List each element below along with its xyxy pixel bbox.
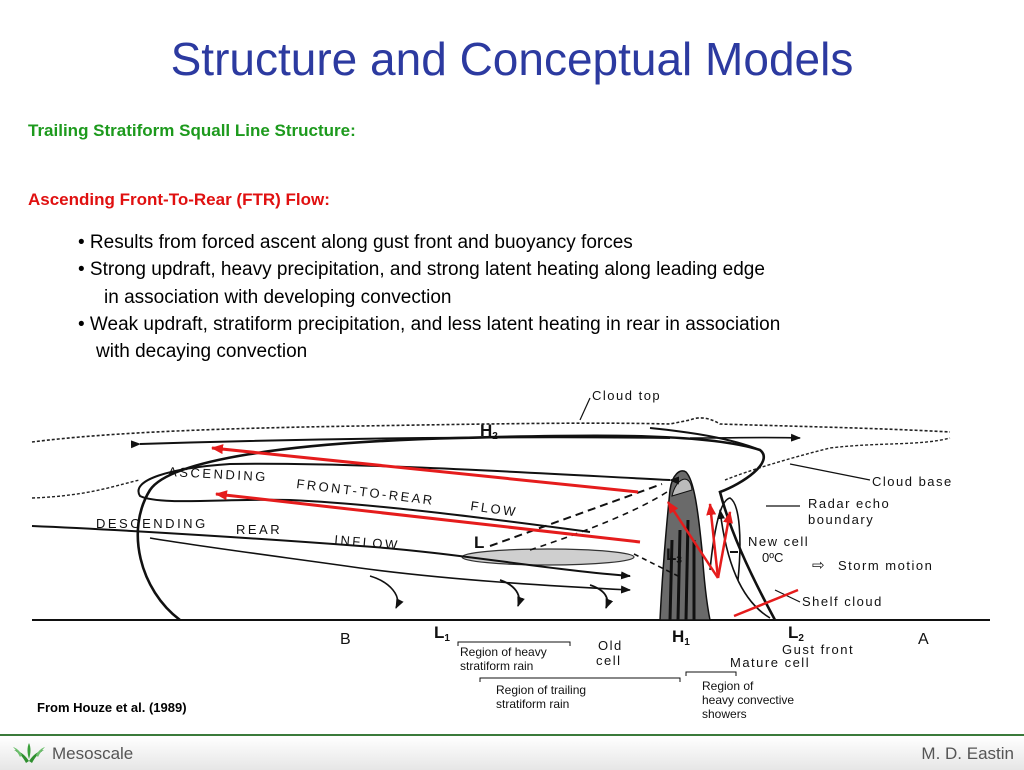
label-descending: DESCENDING — [96, 516, 208, 531]
label-L2: L2 — [788, 623, 804, 644]
label-conv: Region of — [702, 679, 754, 693]
label-B: B — [340, 631, 351, 648]
label-cloud-top: Cloud top — [592, 388, 661, 403]
footer-course: Mesoscale — [52, 744, 134, 763]
squall-line-diagram: Cloud top Cloud base Radar echo boundary… — [31, 388, 990, 721]
label-heavy-strat-rain: stratiform rain — [460, 659, 533, 673]
label-storm-motion: Storm motion — [838, 558, 933, 573]
label-L3: L3 — [666, 545, 682, 566]
label-H1: H1 — [672, 627, 690, 648]
label-L4: L — [474, 533, 484, 552]
label-A: A — [918, 631, 929, 648]
bullet-item: • Strong updraft, heavy precipitation, a… — [78, 259, 765, 281]
label-gust-front: Gust front — [782, 642, 854, 657]
label-trailing: Region of trailing — [496, 683, 586, 697]
label-shelf-cloud: Shelf cloud — [802, 594, 883, 609]
ftr-flow-arrow — [137, 462, 680, 533]
cloud-top-outline — [31, 417, 951, 443]
bright-band — [461, 548, 635, 566]
label-old: Old — [598, 638, 623, 653]
leaf-logo-icon — [13, 743, 45, 763]
radar-echo-boundary — [136, 434, 777, 622]
rear-inflow-arrow — [31, 525, 631, 580]
label-zero-c: 0ºC — [762, 550, 783, 565]
label-L1: L1 — [434, 623, 450, 644]
red-annotation-arrows — [211, 444, 799, 618]
label-heavy-strat: Region of heavy — [460, 645, 547, 659]
label-H2: H2 — [480, 421, 498, 442]
label-new-cell: New cell — [748, 534, 809, 549]
citation: From Houze et al. (1989) — [37, 700, 187, 715]
label-mature-cell: Mature cell — [730, 655, 810, 670]
label-trailing-rain: stratiform rain — [496, 697, 569, 711]
cloud-base-outline — [31, 437, 951, 499]
label-ftr: FRONT-TO-REAR — [296, 476, 436, 508]
label-conv-3: showers — [702, 707, 747, 721]
bullet-item: • Results from forced ascent along gust … — [78, 232, 633, 253]
footer-bar: Mesoscale M. D. Eastin — [0, 734, 1024, 770]
slide-title: Structure and Conceptual Models — [170, 33, 854, 85]
bullet-continuation: with decaying convection — [96, 341, 308, 363]
label-radar-echo: Radar echo — [808, 496, 890, 511]
label-conv-2: heavy convective — [702, 693, 794, 707]
label-cloud-base: Cloud base — [872, 474, 953, 489]
label-rear: REAR — [236, 522, 282, 537]
label-radar-echo-boundary: boundary — [808, 512, 874, 527]
label-inflow: INFLOW — [334, 532, 401, 553]
footer-author: M. D. Eastin — [921, 744, 1014, 763]
bullet-list: • Results from forced ascent along gust … — [78, 229, 780, 365]
bullet-item: • Weak updraft, stratiform precipitation… — [78, 313, 781, 335]
flow-heading: Ascending Front-To-Rear (FTR) Flow: — [28, 190, 330, 209]
section-heading: Trailing Stratiform Squall Line Structur… — [28, 121, 356, 140]
label-old-cell: cell — [596, 653, 622, 668]
label-ascending: ASCENDING — [168, 464, 268, 484]
storm-motion-arrow: ⇨ — [812, 557, 825, 574]
label-flow: FLOW — [470, 498, 519, 519]
bullet-continuation: in association with developing convectio… — [104, 286, 452, 308]
